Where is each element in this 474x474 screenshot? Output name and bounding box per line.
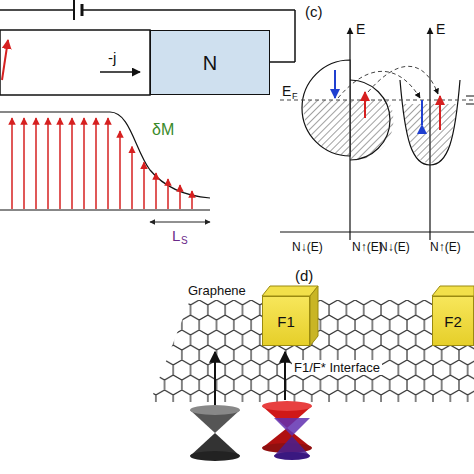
node-label: F2 [444,314,462,329]
contact-f1: F1 [262,296,310,346]
interface-label: F1/F* Interface [292,360,382,375]
pointer-arrow [214,352,216,405]
dos-label: N↓(E) [379,241,410,253]
ferromagnet-region [0,30,150,95]
length-label: L [172,228,180,243]
dirac-cone [190,405,240,461]
contact-f2: F2 [432,296,474,346]
contact-side [310,286,318,346]
fermi-subscript: F [292,92,298,101]
spin-profile [0,112,210,210]
length-subscript: S [181,236,188,246]
spin-arrow [2,40,8,80]
contact-top [432,286,474,296]
normal-region: N [150,30,270,95]
node-label: F1 [277,314,295,329]
panel-letter: (d) [295,268,313,283]
spin-label: δM [152,122,174,138]
dos-plot [280,28,474,240]
material-label: Graphene [188,284,246,297]
split-dirac-cone [262,401,312,460]
pointer-arrow [284,352,286,400]
dos-label: N↓(E) [292,241,323,253]
node-label: N [203,53,217,73]
contact-top [262,286,318,296]
current-label: -j [108,50,116,65]
dos-label: N↑(E) [430,241,461,253]
dos-label: N↑(E) [352,241,383,253]
axis-label: E [356,22,365,36]
axis-label: E [436,22,445,36]
current-arrow [100,71,140,73]
panel-letter: (c) [305,4,323,19]
fermi-label: E [282,84,291,98]
length-arrow [150,222,210,223]
